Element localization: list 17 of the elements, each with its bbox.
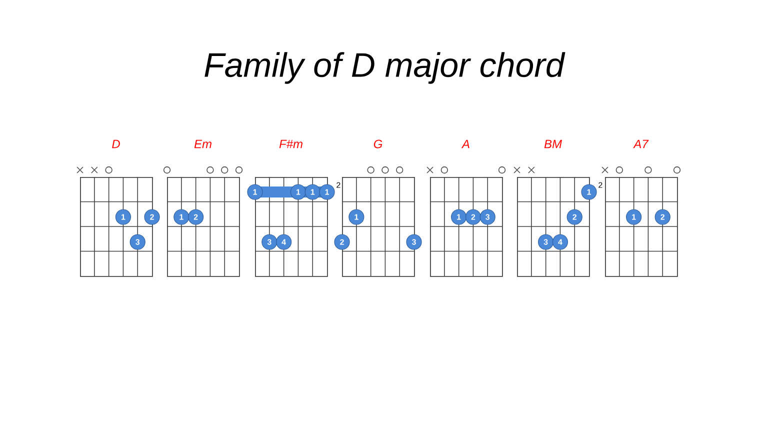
chord-diagram: [602, 166, 681, 277]
chord-diagram: [247, 176, 335, 277]
chord-name: A7: [633, 140, 649, 148]
chord-diagram: [163, 166, 243, 277]
chord-diagram: [514, 166, 597, 277]
title: Family of D major chord: [204, 52, 566, 84]
chord-name: BM: [544, 140, 562, 148]
chord-diagram: [76, 166, 160, 277]
chord-name: F#m: [279, 140, 302, 148]
chord-name: G: [374, 140, 382, 148]
chord-diagram: [426, 166, 506, 277]
chord-name: D: [112, 140, 120, 148]
chord-name: A: [461, 140, 470, 148]
chord-diagram: [334, 166, 422, 277]
fret-number: 2: [598, 182, 602, 188]
fret-number: 2: [336, 182, 340, 188]
chord-name: Em: [194, 140, 212, 148]
